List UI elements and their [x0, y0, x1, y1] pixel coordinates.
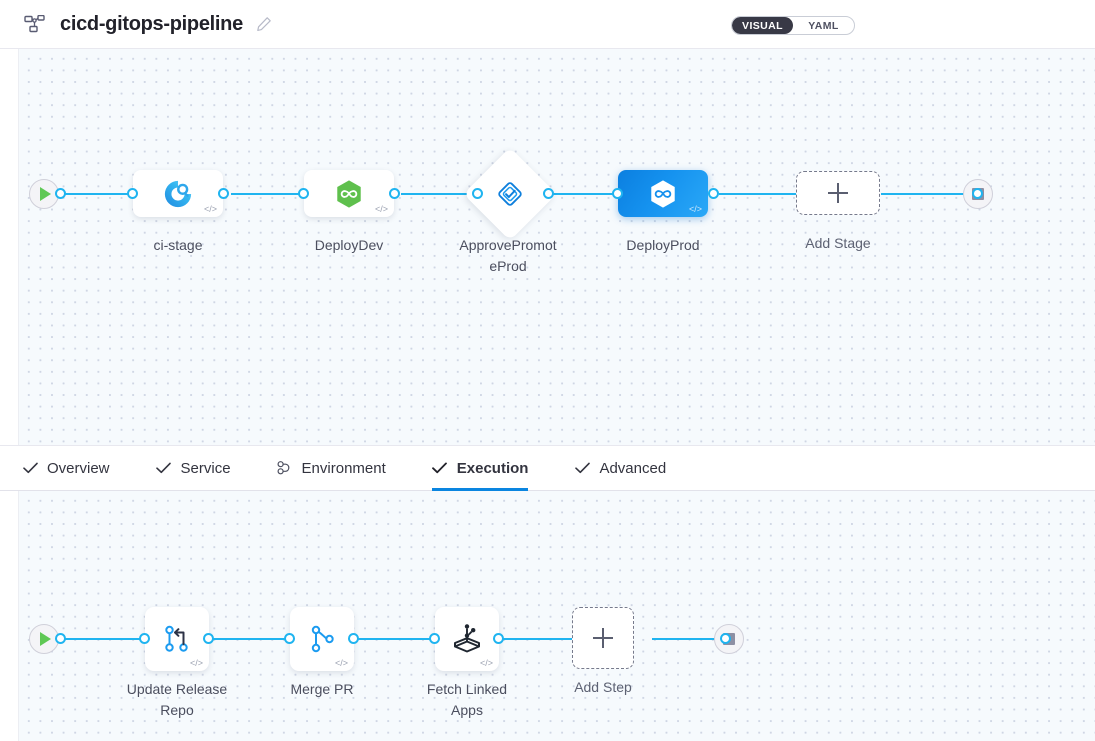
plus-icon	[593, 628, 613, 648]
edge-start-to-ci	[59, 193, 164, 195]
edge-deploydev-to-approval	[401, 193, 509, 195]
stage-label-approvepromoteprod: ApprovePromot eProd	[459, 237, 557, 274]
port-deploydev-in[interactable]	[298, 188, 309, 199]
code-badge: </>	[374, 204, 388, 214]
plus-icon	[828, 183, 848, 203]
tab-label: Service	[180, 459, 231, 477]
step-label-fetch-linked-apps: Fetch Linked Apps	[426, 681, 508, 718]
ci-build-icon	[164, 180, 192, 207]
step-node-update-release-repo[interactable]: </>	[145, 607, 209, 671]
check-icon	[156, 460, 172, 476]
edge-start-to-update-release-repo	[59, 638, 164, 640]
port-ci-stage-out[interactable]	[218, 188, 229, 199]
stage-label-deploydev: DeployDev	[314, 237, 384, 253]
tab-label: Advanced	[599, 459, 667, 477]
step-label-merge-pr: Merge PR	[290, 681, 354, 697]
pencil-edit-icon[interactable]	[255, 15, 273, 33]
stage-node-deployprod[interactable]: </>	[618, 170, 708, 217]
check-icon	[22, 460, 38, 476]
port-step-end-in[interactable]	[720, 633, 731, 644]
white-hexagon-infinity-icon	[651, 179, 675, 208]
add-step-label: Add Step	[574, 679, 632, 695]
tab-overview[interactable]: Overview	[22, 446, 132, 490]
port-step-start-out[interactable]	[55, 633, 66, 644]
step-label-update-release-repo: Update Release Repo	[126, 681, 228, 718]
edge-addstep-to-end	[652, 638, 724, 640]
code-badge: </>	[203, 204, 217, 214]
port-ci-stage-in[interactable]	[127, 188, 138, 199]
git-merge-arrow-icon	[165, 625, 188, 652]
port-merge-pr-in[interactable]	[284, 633, 295, 644]
edge-merge-pr-to-fetch-linked-apps	[350, 638, 456, 640]
port-deployprod-out[interactable]	[708, 188, 719, 199]
port-end-in[interactable]	[972, 188, 983, 199]
add-stage-button[interactable]	[796, 171, 880, 215]
add-step-button[interactable]	[572, 607, 634, 669]
port-fetch-linked-apps-in[interactable]	[429, 633, 440, 644]
port-update-release-repo-in[interactable]	[139, 633, 150, 644]
tab-label: Execution	[456, 459, 529, 477]
tab-advanced[interactable]: Advanced	[574, 446, 688, 490]
port-fetch-linked-apps-out[interactable]	[493, 633, 504, 644]
port-merge-pr-out[interactable]	[348, 633, 359, 644]
code-badge: </>	[334, 658, 348, 668]
page-header: cicd-gitops-pipeline VISUAL YAML	[0, 0, 1095, 49]
pipeline-hierarchy-icon	[22, 11, 48, 37]
stage-label-deployprod: DeployProd	[626, 237, 700, 253]
check-icon	[574, 460, 590, 476]
edge-fetch-linked-apps-to-addstep	[495, 638, 574, 640]
harness-cube-icon	[454, 624, 480, 653]
approval-diamond-check-icon	[477, 161, 543, 227]
tab-environment[interactable]: Environment	[277, 446, 408, 490]
play-icon	[40, 187, 51, 201]
tab-label: Environment	[301, 459, 386, 477]
stage-label-ci-stage: ci-stage	[153, 237, 203, 253]
check-icon	[432, 460, 448, 476]
stage-config-tabs: Overview Service Environment Execution	[0, 445, 1095, 491]
edge-approval-to-deployprod	[547, 193, 649, 195]
green-hexagon-infinity-icon	[337, 179, 361, 208]
infrastructure-nodes-icon	[277, 460, 293, 476]
port-deployprod-in[interactable]	[612, 188, 623, 199]
stage-node-deploydev[interactable]: </>	[304, 170, 394, 217]
toggle-option-yaml[interactable]: YAML	[808, 19, 839, 32]
edge-update-release-repo-to-merge-pr	[205, 638, 311, 640]
code-badge: </>	[479, 658, 493, 668]
port-update-release-repo-out[interactable]	[203, 633, 214, 644]
edge-addstage-to-end	[881, 193, 977, 195]
tab-label: Overview	[47, 459, 110, 477]
toggle-option-visual[interactable]: VISUAL	[732, 17, 793, 34]
edge-deployprod-to-addstage	[719, 193, 805, 195]
page-title: cicd-gitops-pipeline	[60, 12, 243, 35]
view-mode-toggle[interactable]: VISUAL YAML	[731, 16, 855, 35]
port-approval-in[interactable]	[472, 188, 483, 199]
edge-ci-to-deploydev	[231, 193, 335, 195]
step-canvas-left-gutter	[0, 491, 18, 741]
tab-execution[interactable]: Execution	[431, 446, 551, 491]
step-start-node[interactable]	[29, 624, 59, 654]
code-badge: </>	[688, 204, 702, 214]
play-icon	[40, 632, 51, 646]
step-canvas[interactable]: </> Update Release Repo </> Merge PR	[18, 491, 1095, 741]
stage-canvas[interactable]: </> ci-stage </> DeployDev ApprovePro	[18, 49, 1095, 445]
port-approval-out[interactable]	[543, 188, 554, 199]
tab-service[interactable]: Service	[156, 446, 253, 490]
step-node-merge-pr[interactable]: </>	[290, 607, 354, 671]
port-deploydev-out[interactable]	[389, 188, 400, 199]
stage-canvas-left-gutter	[0, 49, 18, 445]
port-start-out[interactable]	[55, 188, 66, 199]
add-stage-label: Add Stage	[805, 235, 871, 251]
code-badge: </>	[189, 658, 203, 668]
stage-node-ci-stage[interactable]: </>	[133, 170, 223, 217]
step-node-fetch-linked-apps[interactable]: </>	[435, 607, 499, 671]
git-branch-icon	[311, 625, 334, 653]
